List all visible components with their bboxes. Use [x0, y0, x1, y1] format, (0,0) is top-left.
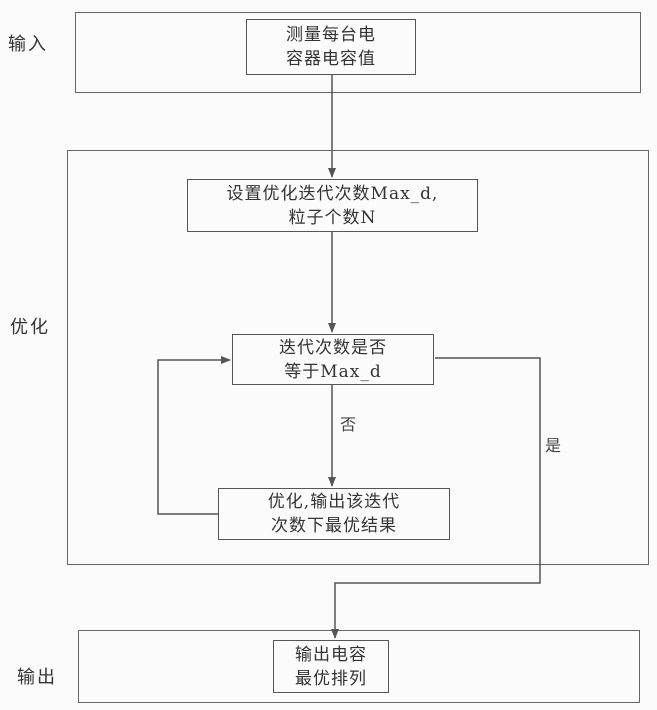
check-line-2: 等于Max_d [284, 361, 382, 382]
edge-label-no: 否 [340, 415, 357, 434]
optimize-section-label: 优化 [10, 317, 50, 338]
optimize-section-frame [67, 150, 649, 565]
optimize-line-1: 优化,输出该迭代 [267, 492, 401, 512]
output-arrangement-box: 输出电容 最优排列 [273, 640, 389, 693]
setup-line-2: 粒子个数N [288, 207, 377, 228]
input-section-label: 输入 [8, 34, 48, 55]
check-line-1: 迭代次数是否 [279, 337, 387, 358]
arrow-loop-back [157, 356, 231, 515]
edge-label-yes: 是 [545, 436, 562, 455]
measure-capacitance-box: 测量每台电 容器电容值 [246, 19, 416, 75]
measure-line-1: 测量每台电 [286, 25, 376, 45]
output-section-label: 输出 [17, 667, 57, 688]
setup-iterations-box: 设置优化迭代次数Max_d, 粒子个数N [187, 179, 478, 232]
setup-line-1: 设置优化迭代次数Max_d, [226, 183, 439, 204]
measure-line-2: 容器电容值 [286, 49, 376, 69]
iteration-check-box: 迭代次数是否 等于Max_d [232, 334, 434, 385]
optimize-line-2: 次数下最优结果 [271, 516, 397, 536]
result-line-1: 输出电容 [295, 644, 367, 665]
input-section-frame [75, 12, 641, 93]
output-section-frame [78, 630, 640, 703]
arrow-yes-to-output [331, 357, 541, 639]
result-line-2: 最优排列 [295, 668, 367, 689]
optimize-output-box: 优化,输出该迭代 次数下最优结果 [218, 488, 450, 540]
